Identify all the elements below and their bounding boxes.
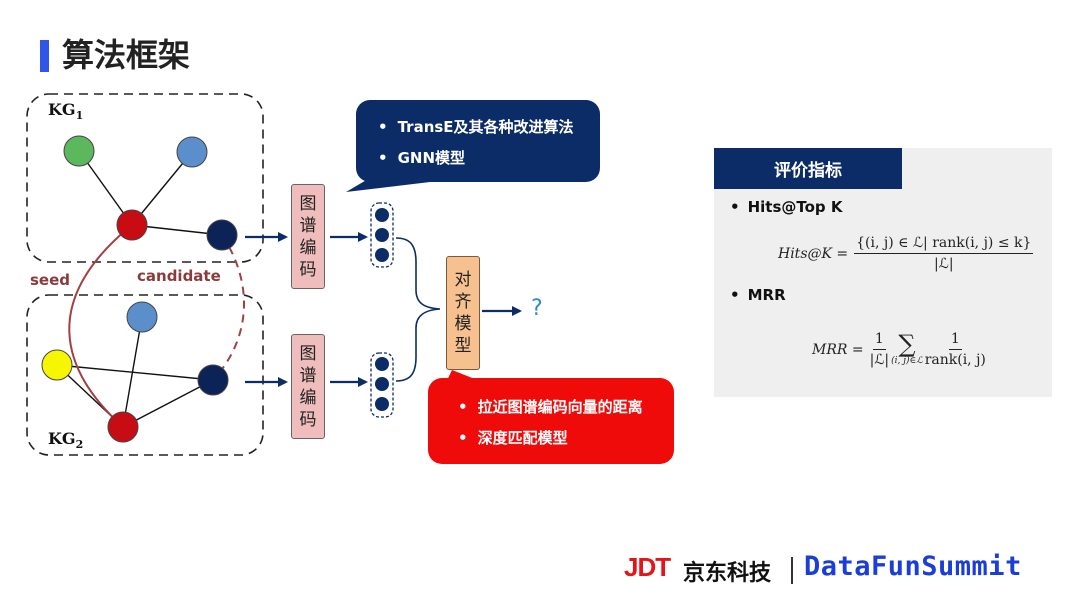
vector-element (375, 228, 389, 242)
kg2-edge (122, 379, 214, 428)
kg1-node-seed (116, 209, 148, 241)
title-accent-bar (40, 40, 49, 72)
sum-subscript: (i, j)∈ℒ (891, 356, 923, 366)
goals-item: 深度匹配模型 (458, 423, 674, 454)
encoder-char: 码 (299, 409, 317, 430)
goals-item: 拉近图谱编码向量的距离 (458, 392, 674, 423)
graph-encoder-top: 图 谱 编 码 (291, 184, 325, 289)
aligner-char: 模 (454, 314, 472, 334)
kg2-node-candidate (197, 364, 229, 396)
hits-denominator: |ℒ| (934, 256, 954, 272)
mrr-fraction: 1 rank(i, j) (925, 330, 986, 369)
hits-fraction: {(i, j) ∈ ℒ| rank(i, j) ≤ k} |ℒ| (854, 234, 1034, 273)
methods-item: TransE及其各种改进算法 (378, 112, 600, 143)
candidate-label: candidate (137, 267, 221, 285)
methods-callout: TransE及其各种改进算法 GNN模型 (356, 100, 600, 182)
page-title: 算法框架 (62, 36, 191, 74)
kg2-label-sub: 2 (75, 438, 84, 452)
mrr-denominator: rank(i, j) (924, 352, 986, 368)
metric-hits-name: Hits@Top K (730, 198, 843, 216)
kg1-label: KG1 (48, 100, 83, 122)
aligner-char: 型 (454, 336, 472, 356)
output-question-mark: ? (531, 296, 543, 321)
vector-bottom (370, 352, 394, 418)
kg1-edge (131, 151, 193, 226)
kg2-boundary (26, 294, 264, 456)
candidate-link (212, 234, 245, 381)
seed-label: seed (30, 271, 71, 289)
kg2-label-text: KG (48, 429, 76, 448)
vector-element (375, 397, 389, 411)
mrr-numerator: 1 (948, 330, 962, 350)
hits-lhs: Hits@K = (778, 245, 849, 262)
seed-link (68, 224, 133, 428)
encoder-char: 谱 (299, 215, 317, 236)
kg1-label-text: KG (48, 100, 76, 119)
metric-mrr-name: MRR (730, 286, 786, 304)
aligner-char: 齐 (454, 292, 472, 312)
kg1-label-sub: 1 (75, 109, 84, 123)
encoder-char: 码 (299, 259, 317, 280)
kg2-node-seed (107, 411, 139, 443)
kg1-boundary (26, 93, 264, 263)
metric-mrr-formula: MRR = 1 |ℒ| ∑ (i, j)∈ℒ 1 rank(i, j) (812, 330, 986, 369)
kg2-edge (56, 364, 214, 381)
methods-item: GNN模型 (378, 143, 600, 174)
encoder-char: 编 (299, 237, 317, 258)
kg2-node-yellow (41, 349, 73, 381)
jdt-logo: JDT (624, 552, 671, 582)
merge-bracket (395, 237, 441, 382)
evaluation-panel (714, 148, 1052, 397)
datafun-logo: DataFunSummit (804, 551, 1022, 582)
metric-hits-formula: Hits@K = {(i, j) ∈ ℒ| rank(i, j) ≤ k} |ℒ… (778, 234, 1034, 273)
kg2-label: KG2 (48, 429, 83, 451)
kg1-node-candidate (206, 219, 238, 251)
alignment-model: 对 齐 模 型 (446, 256, 480, 370)
sum-symbol: ∑ (898, 330, 916, 358)
mrr-coefficient: 1 |ℒ| (870, 330, 890, 369)
encoder-char: 图 (299, 343, 317, 364)
company-name: 京东科技 (683, 561, 772, 586)
mrr-coef-numerator: 1 (872, 330, 886, 350)
vector-top (370, 202, 394, 268)
vector-element (375, 357, 389, 371)
encoder-char: 图 (299, 193, 317, 214)
mrr-lhs: MRR = (812, 341, 864, 358)
aligner-char: 对 (454, 270, 472, 290)
encoder-char: 谱 (299, 365, 317, 386)
mrr-coef-denominator: |ℒ| (869, 352, 890, 368)
evaluation-header: 评价指标 (714, 148, 902, 189)
kg1-node-blue (176, 136, 208, 168)
encoder-char: 编 (299, 387, 317, 408)
graph-encoder-bottom: 图 谱 编 码 (291, 334, 325, 439)
mrr-summation: ∑ (i, j)∈ℒ (891, 332, 923, 367)
vector-element (375, 248, 389, 262)
vector-element (375, 208, 389, 222)
vector-element (375, 377, 389, 391)
footer-divider (791, 557, 793, 584)
goals-callout: 拉近图谱编码向量的距离 深度匹配模型 (428, 378, 674, 464)
hits-numerator: {(i, j) ∈ ℒ| rank(i, j) ≤ k} (854, 234, 1034, 254)
kg2-node-blue (126, 301, 158, 333)
kg1-node-green (63, 135, 95, 167)
